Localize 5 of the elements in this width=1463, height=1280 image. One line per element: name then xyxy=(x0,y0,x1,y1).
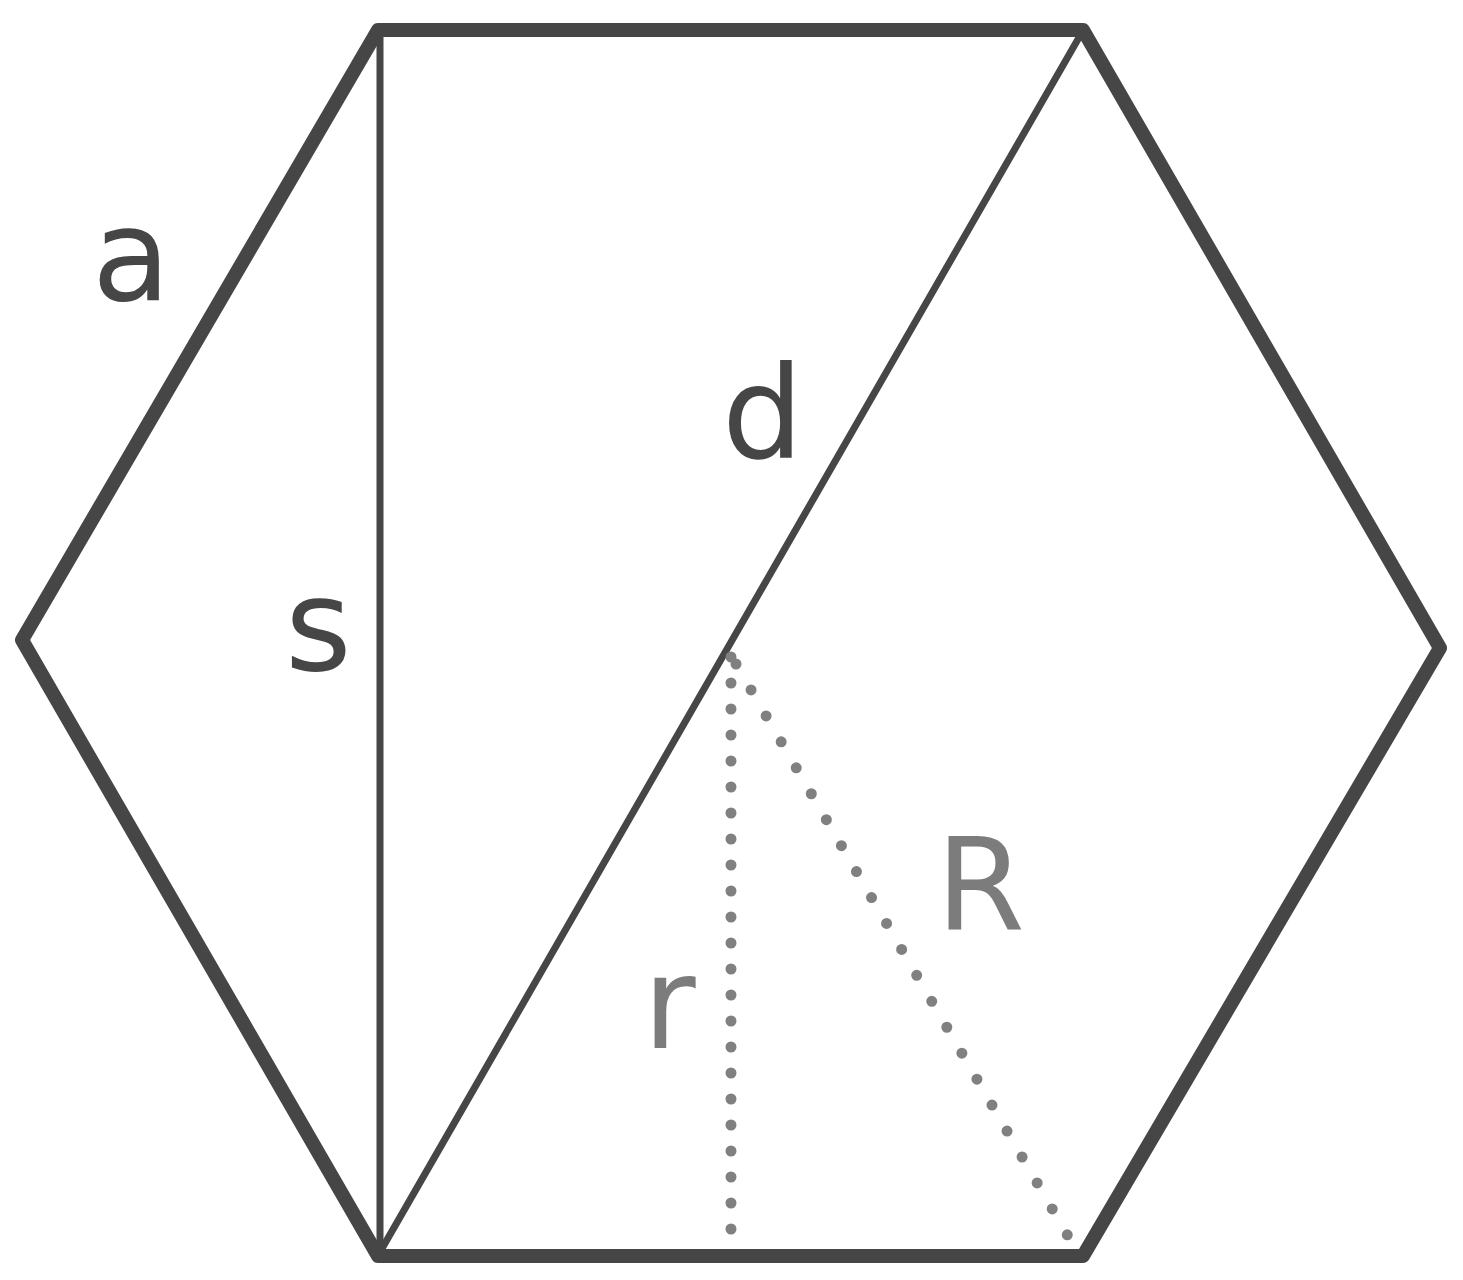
dimension-label: r xyxy=(643,940,696,1068)
dimension-label: s xyxy=(285,562,352,690)
dimension-label: a xyxy=(92,192,171,320)
dimension-label: d xyxy=(722,350,804,478)
dimension-label: R xyxy=(936,822,1025,950)
